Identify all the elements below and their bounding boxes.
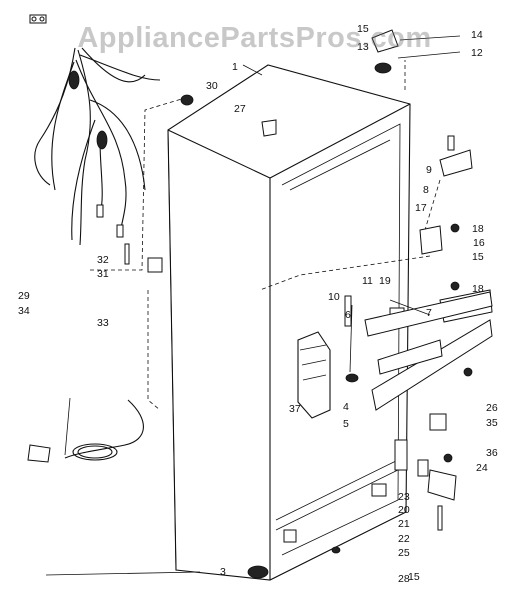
callout-25: 25 [398,547,410,559]
callout-29: 29 [18,290,30,302]
watermark-text: AppliancePartsPros.com [77,22,432,54]
callout-31: 31 [97,268,109,280]
callout-23: 23 [398,491,410,503]
callout-24: 24 [476,462,488,474]
callout-4: 4 [343,401,349,413]
power-cord [27,399,144,463]
callout-5: 5 [343,418,349,430]
callout-36: 36 [486,447,498,459]
callout-12: 12 [471,47,483,59]
callout-19: 19 [379,275,391,287]
callout-16: 16 [473,237,485,249]
callout-1: 1 [232,61,238,73]
callout-30: 30 [206,80,218,92]
callout-labels: 1 3 4 5 6 7 8 9 10 11 12 13 14 15 15 15 … [18,23,498,585]
callout-18a: 18 [472,223,484,235]
callout-21: 21 [398,518,410,530]
callout-15b: 15 [472,251,484,263]
callout-9: 9 [426,164,432,176]
callout-8: 8 [423,184,429,196]
callout-15c: 15 [408,571,420,583]
callout-13: 13 [357,41,369,53]
callout-32: 32 [97,254,109,266]
callout-leaders [45,35,461,576]
callout-6: 6 [345,309,351,321]
callout-7: 7 [426,307,432,319]
callout-10: 10 [328,291,340,303]
hinge-hardware [344,29,493,531]
leader-lines [90,60,441,411]
callout-15a: 15 [357,23,369,35]
callout-33: 33 [97,317,109,329]
callout-20: 20 [398,504,410,516]
callout-17: 17 [415,202,427,214]
callout-3: 3 [220,566,226,578]
callout-27: 27 [234,103,246,115]
callout-11: 11 [362,275,373,287]
wire-harness [29,14,161,246]
callout-37: 37 [289,403,301,415]
callout-22: 22 [398,533,410,545]
callout-18b: 18 [472,283,484,295]
callout-28: 28 [398,573,410,585]
callout-26: 26 [486,402,498,414]
small-parts [124,94,341,579]
callout-35: 35 [486,417,498,429]
callout-34: 34 [18,305,30,317]
callout-14: 14 [471,29,483,41]
